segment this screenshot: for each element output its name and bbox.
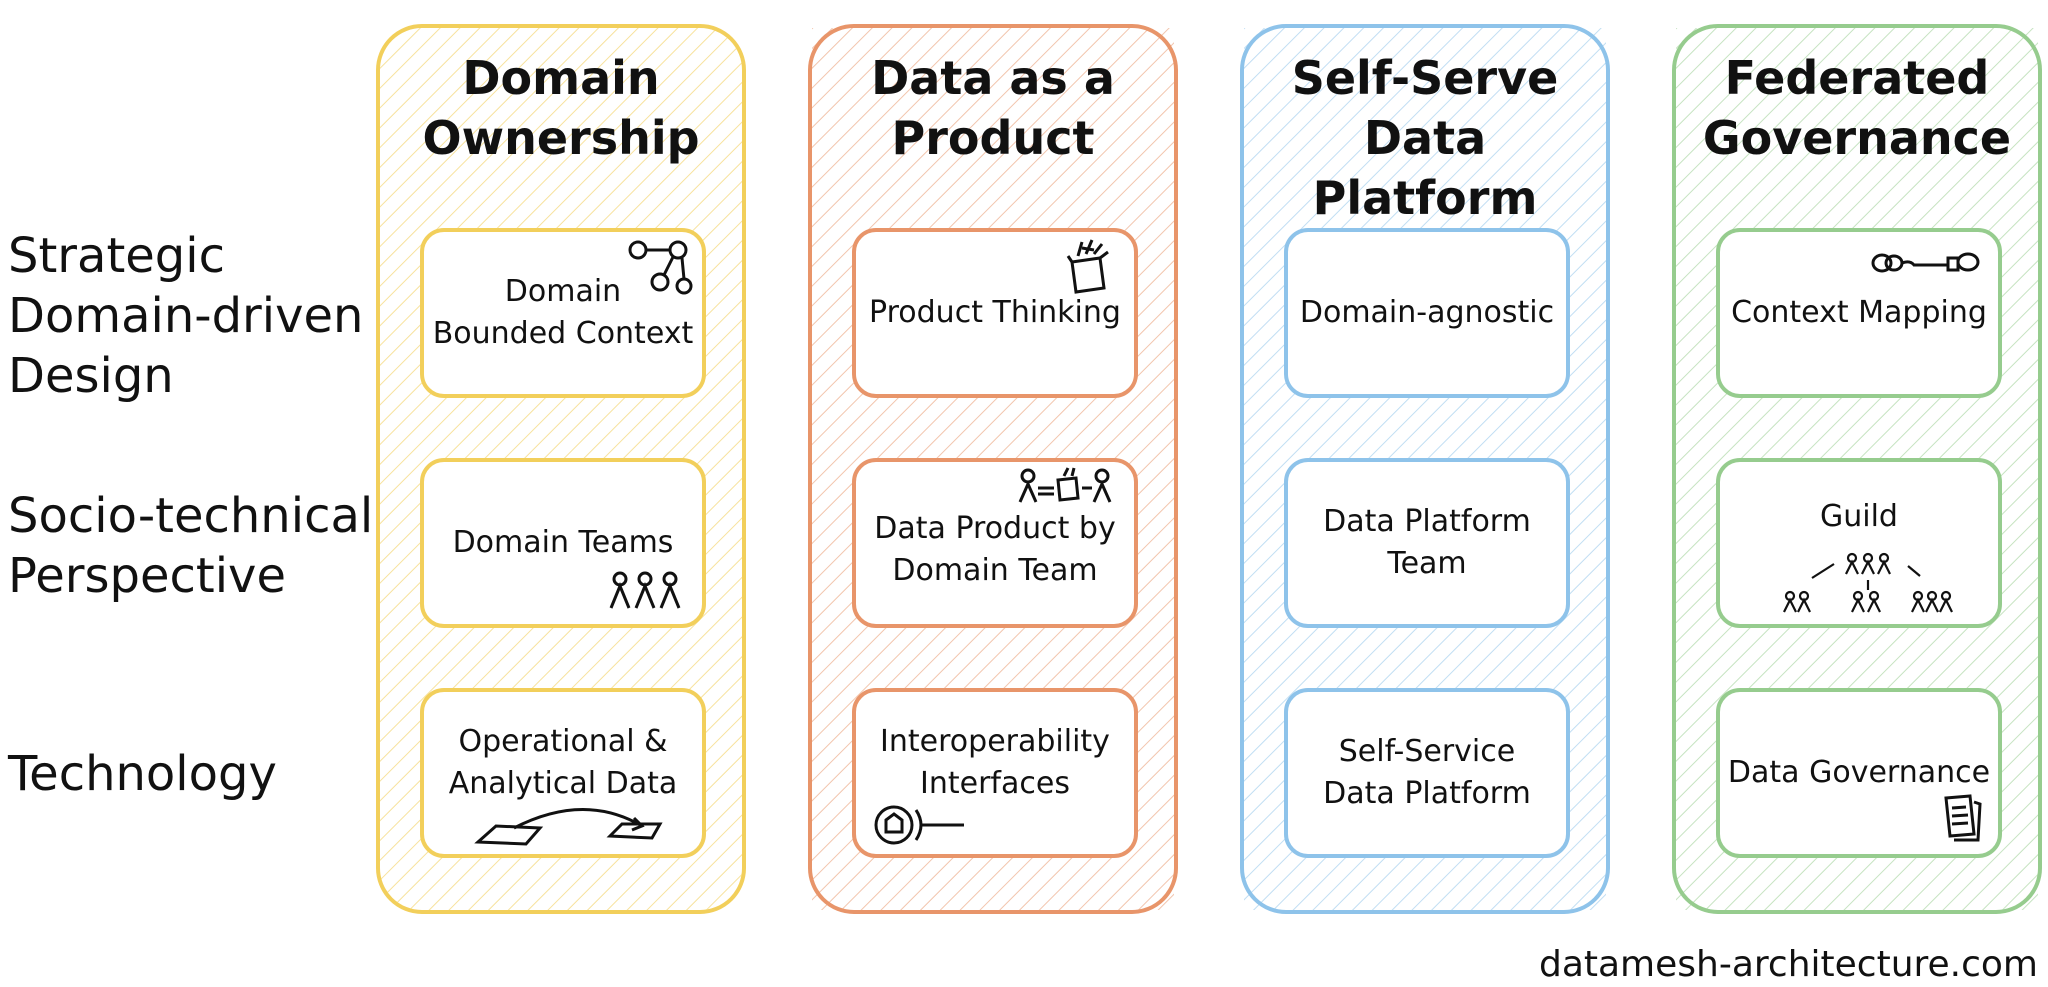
card-label: Interoperability Interfaces xyxy=(880,724,1110,801)
row-label-socio-technical: Socio-technical Perspective xyxy=(8,488,374,604)
document-icon xyxy=(1944,794,1982,842)
column-self-serve-data-platform: Self-Serve Data Platform Domain-agnostic… xyxy=(1240,24,1610,914)
team-product-icon xyxy=(1018,467,1112,503)
card-label: Product Thinking xyxy=(869,295,1121,330)
card-label: Domain Bounded Context xyxy=(432,274,694,351)
card-label: Domain-agnostic xyxy=(1299,295,1555,330)
card-domain-bounded-context: Domain Bounded Context xyxy=(420,228,706,398)
column-data-as-a-product: Data as a Product Product Thinking Data … xyxy=(808,24,1178,914)
card-data-governance: Data Governance xyxy=(1716,688,2002,858)
card-label: Data Product by Domain Team xyxy=(874,511,1116,588)
row-label-technology: Technology xyxy=(8,746,277,802)
card-self-service-data-platform: Self-Service Data Platform xyxy=(1284,688,1570,858)
card-operational-analytical-data: Operational & Analytical Data xyxy=(420,688,706,858)
card-data-platform-team: Data Platform Team xyxy=(1284,458,1570,628)
column-title: Federated Governance xyxy=(1702,51,2012,165)
card-label: Data Platform Team xyxy=(1323,504,1531,581)
card-label: Domain Teams xyxy=(452,525,674,560)
column-federated-governance: Federated Governance Context Mapping Gui… xyxy=(1672,24,2042,914)
card-label: Guild xyxy=(1820,499,1898,534)
column-title: Domain Ownership xyxy=(422,51,700,165)
column-domain-ownership: Domain Ownership Domain Bounded Context … xyxy=(376,24,746,914)
product-box-icon xyxy=(1066,239,1109,294)
guild-icon xyxy=(1783,552,1953,613)
card-label: Data Governance xyxy=(1727,755,1991,790)
team-icon xyxy=(609,571,681,609)
bounded-context-icon xyxy=(628,240,693,295)
card-data-product-by-domain-team: Data Product by Domain Team xyxy=(852,458,1138,628)
data-transfer-icon xyxy=(474,808,663,846)
card-label: Operational & Analytical Data xyxy=(448,724,678,801)
context-mapping-icon xyxy=(1871,252,1980,273)
card-label: Context Mapping xyxy=(1731,295,1987,330)
card-interoperability-interfaces: Interoperability Interfaces xyxy=(852,688,1138,858)
column-title: Data as a Product xyxy=(871,51,1115,165)
card-context-mapping: Context Mapping xyxy=(1716,228,2002,398)
card-domain-teams: Domain Teams xyxy=(420,458,706,628)
card-label: Self-Service Data Platform xyxy=(1323,734,1531,811)
row-label-strategic-ddd: Strategic Domain-driven Design xyxy=(8,228,364,404)
footer-url: datamesh-architecture.com xyxy=(1538,944,2038,985)
card-guild: Guild xyxy=(1716,458,2002,628)
interface-port-icon xyxy=(874,805,964,845)
column-title: Self-Serve Data Platform xyxy=(1291,51,1559,225)
card-domain-agnostic: Domain-agnostic xyxy=(1284,228,1570,398)
card-product-thinking: Product Thinking xyxy=(852,228,1138,398)
